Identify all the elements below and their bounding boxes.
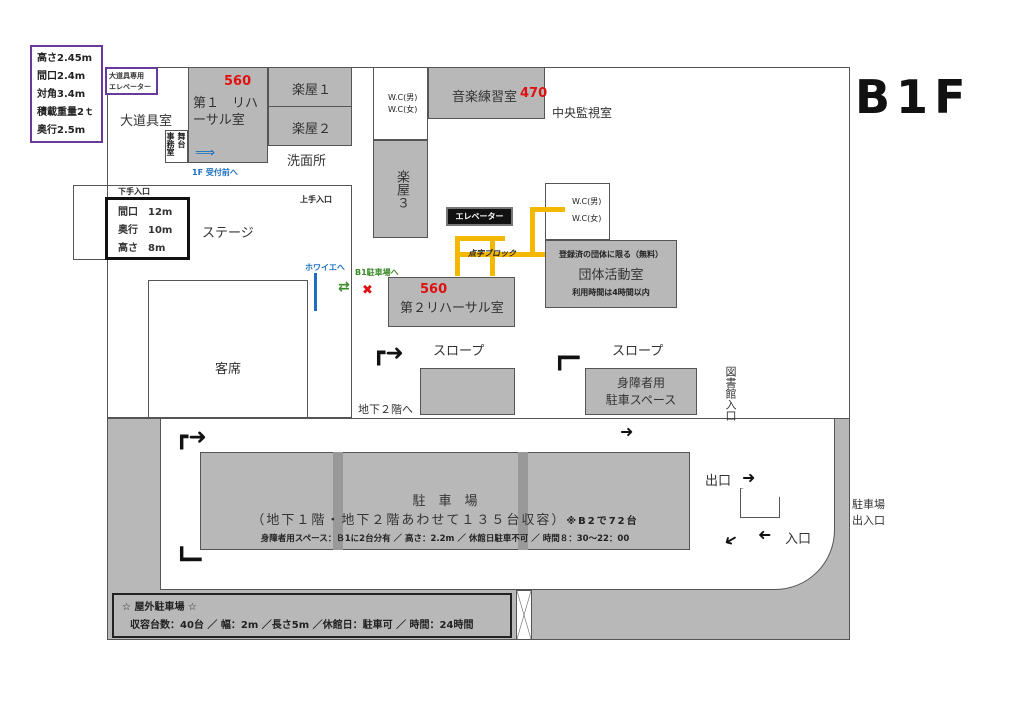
rehearsal-room-2 [388,277,515,327]
parking-title: 駐 車 場 [412,494,478,509]
rehearsal-room-1-capacity: 560 [224,74,252,89]
floor-label: B1F [855,70,972,124]
outdoor-parking-title: ☆ 屋外駐車場 ☆ [122,602,197,613]
spec-line: 積載重量2ｔ [37,107,94,118]
wc-women-label: W.C(女) [388,105,418,114]
braille-block-label: 点字ブロック [468,249,516,258]
braille-block [530,207,565,212]
group-room-time: 利用時間は4時間以内 [572,288,650,297]
rehearsal-room-1 [188,67,268,163]
b2-note: ※B2で72台 [566,516,639,527]
stage-label: ステージ [202,226,254,241]
prop-elevator-label: エレベーター [109,83,151,91]
music-room-capacity: 470 [520,86,548,101]
stage-spec-box: 間口 12m 奥行 10m 高さ 8m [105,197,190,260]
to-b2-label: 地下２階へ [358,403,413,416]
parking-entrance-line: 出入口 [852,514,885,527]
down-arrow-icon [314,273,317,311]
parking-lot [200,452,690,550]
dressing-room-1-label: 楽屋１ [292,83,332,98]
dressing-room-3 [373,140,428,238]
seats-label: 客席 [215,362,242,377]
slope-label: スロープ [612,344,664,359]
prop-elevator-box: 大道具専用 エレベーター [105,67,158,95]
office [165,130,188,163]
to-foyer-label: ホワイエへ [305,263,345,272]
dressing-room-2 [268,106,352,146]
outdoor-parking-box: ☆ 屋外駐車場 ☆ 収容台数：40台 ／ 幅：2m ／長さ5m ／休館日：駐車可… [112,593,512,638]
entrance-arrow-icon: ➜ [758,525,772,544]
pillar [518,452,528,550]
stage-office-label: 舞台 [177,132,186,148]
entrance-label: 入口 [785,532,812,547]
turn-right-arrow-icon: ┏➜ [372,341,404,366]
stage-spec-line: 高さ 8m [118,243,166,254]
accessible-parking-label: 身障者用 [616,376,665,390]
to-1f-label: 1F 受付前へ [192,168,238,177]
parking-lot-text: 駐 車 場 （地下１階・地下２階あわせて１３５台収容）※B2で72台 身障者用ス… [200,452,690,550]
braille-block [530,207,535,257]
turn-right-arrow-icon: ┏➜ [175,425,207,450]
dressing-room-2-label: 楽屋２ [292,122,332,137]
braille-block [455,236,505,241]
accessible-parking: 身障者用 駐車スペース [585,368,697,415]
slope-block [420,368,515,415]
spec-line: 奥行2.5m [37,125,86,136]
exit-label: 出口 [705,474,732,489]
music-room [428,67,545,119]
group-room-note: 登録済の団体に限る（無料） [559,250,663,259]
rehearsal-room-1-label: 第１ リハーサル室 [193,96,259,128]
dressing-room-3-label: 楽屋３ [394,170,409,209]
stage-spec-line: 奥行 10m [118,225,173,236]
wc-women-label: W.C(女) [572,214,602,223]
accessible-parking-label: 駐車スペース [605,393,677,407]
braille-block [455,236,460,276]
parking-entrance-line: 駐車場 [852,498,885,511]
spec-line: 対角3.4m [37,89,86,100]
washroom-label: 洗面所 [287,154,327,169]
library-entrance-label: 図書館入口 [724,366,737,421]
wc-men-label: W.C(男) [572,197,602,206]
parking-info: 身障者用スペース：Ｂ1に2台分有 ／ 高さ：2.2m ／ 休館日駐車不可 ／ 時… [260,534,630,544]
crossing [516,590,532,640]
turn-down-arrow-icon: ┏━ [553,346,580,371]
no-entry-icon: ✖ [362,283,373,298]
two-way-arrow-icon: ⇄ [338,279,350,295]
slope-label: スロープ [433,344,485,359]
seating-area [148,280,308,418]
prop-elevator-label: 大道具専用 [109,72,144,80]
wc-men-label: W.C(男) [388,93,418,102]
wc-1 [373,67,428,140]
spec-line: 高さ2.45m [37,53,93,64]
group-room-label: 団体活動室 [578,268,644,283]
right-arrow-icon: ➜ [620,422,634,441]
office-label: 事務室 [166,132,175,156]
stage-spec-line: 間口 12m [118,207,173,218]
braille-block [460,252,545,257]
parking-capacity: （地下１階・地下２階あわせて１３５台収容） [251,513,567,528]
elevator-spec-box: 高さ2.45m 間口2.4m 対角3.4m 積載重量2ｔ 奥行2.5m [30,45,103,143]
spec-line: 間口2.4m [37,71,86,82]
parking-entrance-label: 駐車場 出入口 [852,497,885,529]
rehearsal-room-2-label: 第２リハーサル室 [400,301,504,316]
stage-left-entrance-label: 下手入口 [118,187,150,196]
exit-arrow-icon: ➜ [742,468,756,487]
group-activity-room: 登録済の団体に限る（無料） 団体活動室 利用時間は4時間以内 [545,240,677,308]
stage-right-entrance-label: 上手入口 [300,195,332,204]
outdoor-parking-info: 収容台数：40台 ／ 幅：2m ／長さ5m ／休館日：駐車可 ／ 時間：24時間 [130,620,474,631]
stairs-arrow-icon: ⟹ [195,145,216,161]
rehearsal-room-2-capacity: 560 [420,282,448,297]
music-room-label: 音楽練習室 [452,90,518,105]
pillar [333,452,343,550]
elevator-button[interactable]: エレベーター [446,207,513,226]
turn-arrow-icon: ┗━ [175,548,202,573]
control-room-label: 中央監視室 [552,106,613,120]
prop-room-label: 大道具室 [120,114,173,129]
to-b1-parking-label: B1駐車場へ [355,268,399,277]
